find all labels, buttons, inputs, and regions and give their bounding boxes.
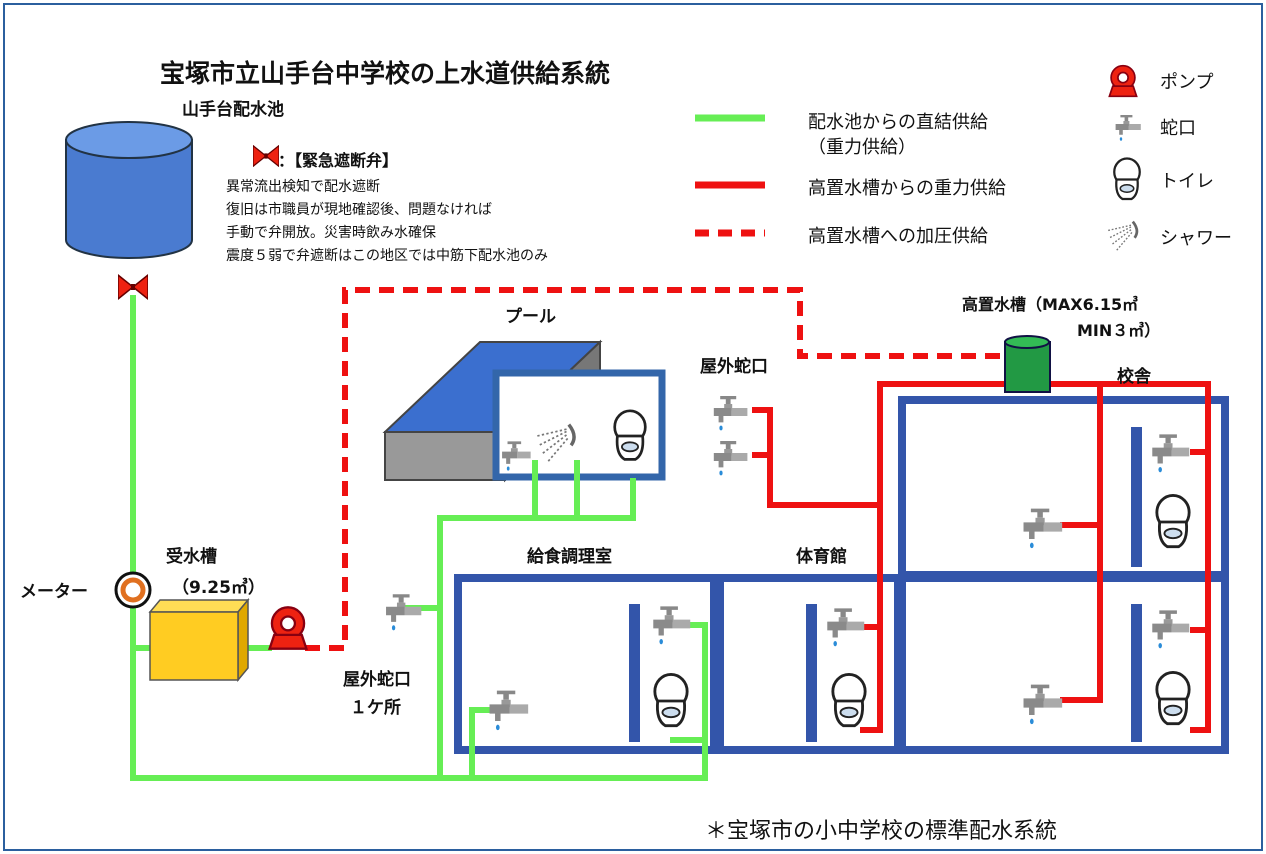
- toilet-icon: [613, 409, 647, 461]
- legend-icon-label: シャワー: [1160, 228, 1232, 249]
- legend-icon-label: 蛇口: [1160, 118, 1196, 139]
- green-pipes: [130, 295, 708, 781]
- valve-note-line: 手動で弁開放。災害時飲み水確保: [226, 225, 436, 241]
- school-building-label: 校舎: [1117, 366, 1152, 387]
- outdoor-tap-bottom-count: １ケ所: [350, 698, 401, 718]
- elevated-tank-label: 高置水槽（MAX6.15㎥: [962, 295, 1138, 314]
- line-legend: 配水池からの直結供給 （重力供給） 高置水槽からの重力供給 高置水槽への加圧供給: [695, 112, 1006, 247]
- pump: [268, 605, 308, 651]
- valve-note-line: 震度５弱で弁遮断はこの地区では中筋下配水池のみ: [226, 247, 548, 264]
- page-title: 宝塚市立山手台中学校の上水道供給系統: [160, 59, 610, 88]
- outdoor-tap-top-label: 屋外蛇口: [700, 356, 768, 377]
- red-pipes: [752, 381, 1211, 733]
- pool-label: プール: [505, 306, 556, 327]
- pressurized-line: [305, 287, 1008, 651]
- reservoir: [65, 121, 193, 259]
- faucet-icon: [386, 594, 422, 631]
- faucet-icon: [713, 441, 748, 476]
- legend-icon-label: ポンプ: [1160, 72, 1213, 93]
- school-building-upper: [898, 396, 1229, 579]
- building-columns: [629, 427, 1142, 742]
- valve-note-line: 異常流出検知で配水遮断: [226, 178, 380, 195]
- reservoir-label: 山手台配水池: [182, 99, 284, 120]
- elevated-tank: [1004, 335, 1051, 393]
- receiving-tank-capacity: （9.25㎥）: [172, 577, 265, 598]
- icon-legend: ポンプ 蛇口 トイレ シャワー: [1106, 64, 1232, 252]
- legend-label: 高置水槽への加圧供給: [808, 226, 988, 247]
- receiving-tank-label: 受水槽: [166, 546, 217, 567]
- meter-ring: [120, 577, 146, 603]
- kitchen-label: 給食調理室: [527, 546, 612, 567]
- toilet-icon: [653, 672, 689, 728]
- legend-label: （重力供給）: [808, 137, 916, 158]
- legend-icon-label: トイレ: [1160, 171, 1214, 192]
- toilet-icon: [831, 672, 867, 728]
- meter-label: メーター: [20, 582, 88, 602]
- receiving-tank: [148, 597, 250, 683]
- legend-label: 高置水槽からの重力供給: [808, 178, 1006, 199]
- shower-icon: [1106, 220, 1139, 252]
- footnote: ＊宝塚市の小中学校の標準配水系統: [705, 819, 1057, 844]
- outdoor-tap-bottom-label: 屋外蛇口: [343, 669, 411, 690]
- faucet-icon: [1115, 115, 1141, 141]
- elevated-tank-min-label: MIN３㎥）: [1077, 321, 1160, 340]
- valve-note-line: 復旧は市職員が現地確認後、問題なければ: [226, 201, 492, 218]
- toilet-icon: [1155, 493, 1191, 549]
- faucet-icon: [713, 396, 748, 431]
- toilet-icon: [1155, 670, 1191, 726]
- pump-icon: [1108, 64, 1138, 98]
- emergency-valve-icon: [253, 145, 279, 167]
- legend-label: 配水池からの直結供給: [808, 112, 988, 133]
- frame: [3, 3, 1263, 851]
- valve-note-heading: ：【緊急遮断弁】: [278, 151, 398, 170]
- gym-label: 体育館: [796, 546, 847, 567]
- toilet-icon: [1113, 157, 1141, 201]
